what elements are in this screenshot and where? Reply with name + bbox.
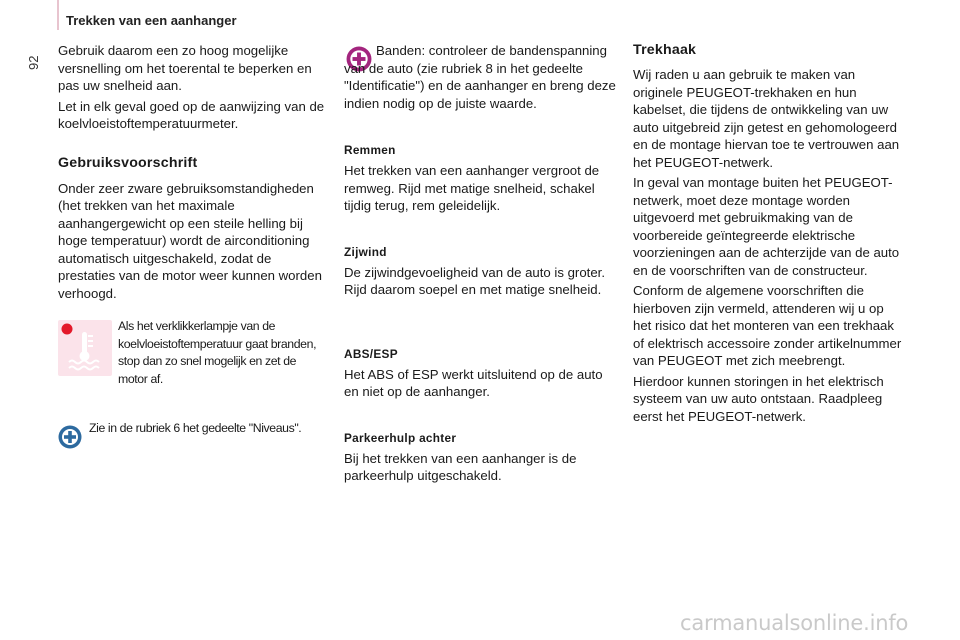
towbar-paragraph-2: In geval van montage buiten het PEUGEOT-… xyxy=(633,175,900,278)
section-heading-usage: Gebruiksvoorschrift xyxy=(58,154,198,171)
plus-icon xyxy=(58,425,82,449)
brakes-heading: Remmen xyxy=(344,143,396,157)
page-title: Trekken van een aanhanger xyxy=(66,13,237,28)
tyres-tip-text: Banden: controleer de bandenspanning van… xyxy=(344,43,616,111)
crosswind-paragraph: De zijwindgevoeligheid van de auto is gr… xyxy=(344,264,605,298)
watermark: carmanualsonline.info xyxy=(680,611,909,635)
header-accent-bar xyxy=(57,0,59,30)
tip-text-levels: Zie in de rubriek 6 het gedeelte "Niveau… xyxy=(89,421,302,435)
warning-text: Als het verklikkerlampje van de koelvloe… xyxy=(118,319,317,386)
brakes-paragraph: Het trekken van een aanhanger vergroot d… xyxy=(344,163,600,213)
column-right: Trekhaak Wij raden u aan gebruik te make… xyxy=(633,42,905,425)
column-middle: Banden: controleer de bandenspanning van… xyxy=(344,42,616,485)
towbar-paragraph-3: Conform de algemene voorschriften die hi… xyxy=(633,283,902,368)
parking-aid-paragraph: Bij het trekken van een aanhanger is de … xyxy=(344,450,577,484)
warning-note: Als het verklikkerlampje van de koelvloe… xyxy=(118,318,323,388)
towbar-heading: Trekhaak xyxy=(633,42,697,58)
abs-esp-paragraph: Het ABS of ESP werkt uitsluitend op de a… xyxy=(344,366,603,400)
intro-paragraph-1: Gebruik daarom een zo hoog mogelijke ver… xyxy=(58,43,312,93)
abs-esp-heading: ABS/ESP xyxy=(344,346,398,361)
towbar-paragraph-4: Hierdoor kunnen storingen in het elektri… xyxy=(633,373,884,424)
coolant-temperature-warning-icon xyxy=(58,320,112,376)
crosswind-heading: Zijwind xyxy=(344,244,387,259)
usage-paragraph: Onder zeer zware gebruiksomstandigheden … xyxy=(58,180,322,301)
page-number: 92 xyxy=(26,55,41,70)
parking-aid-heading: Parkeerhulp achter xyxy=(344,430,457,445)
towbar-paragraph-1: Wij raden u aan gebruik te maken van ori… xyxy=(633,67,900,170)
plus-icon xyxy=(346,46,372,72)
tip-note-levels: Zie in de rubriek 6 het gedeelte "Niveau… xyxy=(89,420,334,438)
column-left: Gebruik daarom een zo hoog mogelijke ver… xyxy=(58,42,326,302)
intro-paragraph-2: Let in elk geval goed op de aanwijzing v… xyxy=(58,98,325,132)
